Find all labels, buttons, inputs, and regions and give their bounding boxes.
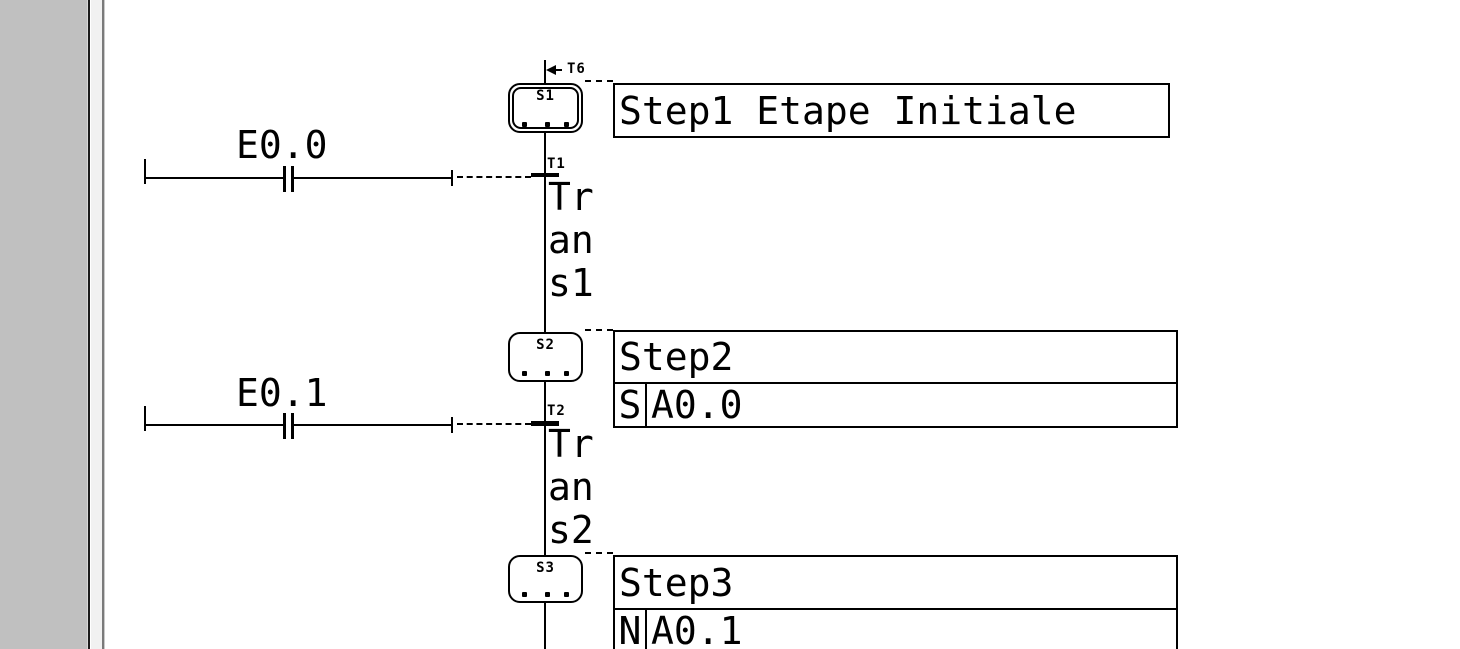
t2-contact-bar-right[interactable] [291, 413, 294, 439]
step-connector-dot [522, 122, 527, 127]
step-connector-dot [545, 592, 550, 597]
step-s3[interactable]: S3 [508, 555, 583, 603]
step-s2-action-box[interactable]: S A0.0 [613, 382, 1178, 428]
left-pane [0, 0, 87, 649]
flow-line-s1-s2 [544, 133, 546, 332]
step-s3-comment: Step3 [619, 560, 734, 605]
rung1-end-tick [451, 170, 453, 186]
step-connector-dot [522, 592, 527, 597]
pane-divider[interactable] [90, 0, 103, 649]
step-s2-id: S2 [536, 337, 555, 353]
initial-step-inner-border [512, 87, 579, 129]
left-pane-border [87, 0, 91, 649]
step-s2-comment: Step2 [619, 335, 734, 379]
comment-link-s1 [585, 80, 613, 82]
step-connector-dot [564, 122, 569, 127]
step-s3-action-qualifier[interactable]: N [615, 609, 647, 649]
step-connector-dot [545, 371, 550, 376]
t1-contact-bar-right[interactable] [291, 166, 294, 192]
pane-divider-border [102, 0, 105, 649]
rung2-wire-right [294, 424, 453, 426]
jump-label[interactable]: T6 [567, 61, 586, 77]
step-s1-comment-box[interactable]: Step1 Etape Initiale [613, 83, 1170, 138]
transition-t2-bar[interactable] [531, 421, 559, 426]
step-s2-comment-box[interactable]: Step2 [613, 330, 1178, 384]
step-connector-dot [564, 592, 569, 597]
t2-contact-bar-left[interactable] [283, 413, 286, 439]
step-s2-action-operand[interactable]: A0.0 [651, 383, 743, 427]
step-s1-comment: Step1 Etape Initiale [619, 88, 1077, 133]
t1-condition-operand[interactable]: E0.0 [236, 123, 328, 167]
step-s3-comment-box[interactable]: Step3 [613, 555, 1178, 610]
transition-t2-name[interactable]: Tr an s2 [548, 422, 594, 552]
step-s1[interactable]: S1 [508, 83, 583, 133]
flow-line-top [544, 60, 546, 83]
step-s2-action-qualifier[interactable]: S [615, 383, 647, 427]
flow-line-bottom [544, 603, 546, 649]
jump-arrow-tail [554, 69, 562, 71]
t1-contact-bar-left[interactable] [283, 166, 286, 192]
transition-t1-bar[interactable] [531, 173, 559, 177]
comment-link-s3 [585, 552, 613, 554]
transition-t2-id: T2 [547, 403, 566, 419]
flow-line-s2-s3 [544, 382, 546, 555]
comment-link-s2 [585, 329, 613, 331]
jump-arrow-icon [546, 65, 556, 75]
rung2-wire-left [144, 424, 283, 426]
rung1-wire-right [294, 177, 453, 179]
step-s3-action-box[interactable]: N A0.1 [613, 608, 1178, 649]
rung1-wire-left [144, 177, 283, 179]
step-connector-dot [522, 371, 527, 376]
step-s3-id: S3 [536, 560, 555, 576]
rung2-end-tick [451, 417, 453, 433]
step-connector-dot [564, 371, 569, 376]
rung2-dashed-link [457, 423, 531, 425]
t2-condition-operand[interactable]: E0.1 [236, 371, 328, 415]
rung2-left-rail [144, 406, 146, 431]
rung1-left-rail [144, 159, 146, 184]
rung1-dashed-link [457, 176, 531, 178]
step-s1-id: S1 [536, 88, 555, 104]
step-s2[interactable]: S2 [508, 332, 583, 382]
transition-t1-id: T1 [547, 156, 566, 172]
transition-t1-name[interactable]: Tr an s1 [548, 175, 594, 305]
step-s3-action-operand[interactable]: A0.1 [651, 609, 743, 649]
step-connector-dot [545, 122, 550, 127]
